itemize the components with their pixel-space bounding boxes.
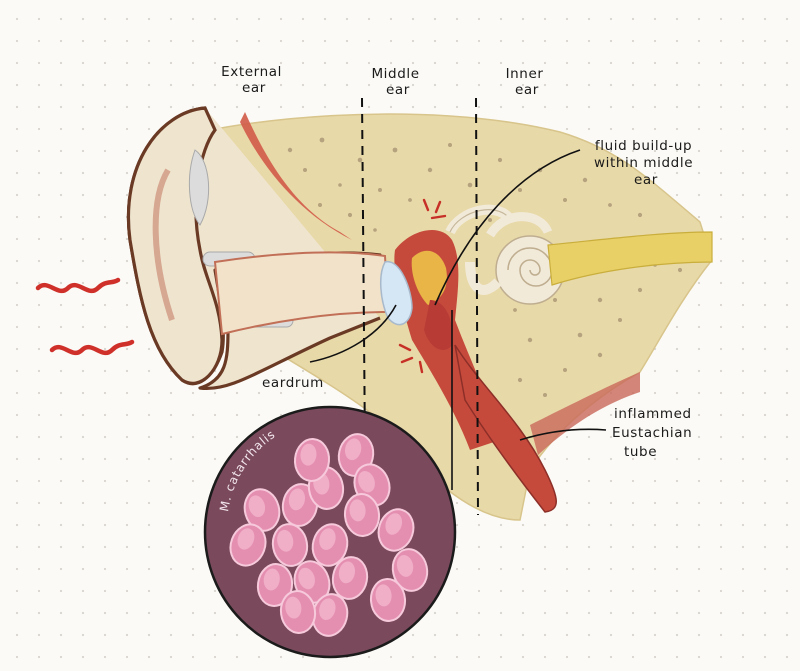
eardrum-leader <box>309 304 397 363</box>
middle-ear-label: Middle ear <box>371 66 424 98</box>
eustachian-tube <box>454 344 557 513</box>
bacterium-highlight <box>375 584 392 607</box>
divider-inner <box>475 97 479 516</box>
sound-wave-icon <box>49 339 135 356</box>
bacterium-highlight <box>237 528 255 550</box>
divider-middle <box>361 97 366 451</box>
leader-lines <box>309 149 607 490</box>
bacterium-highlight <box>288 488 306 511</box>
inner-ear-label: Inner ear <box>506 66 549 98</box>
bacterium-highlight <box>349 499 366 522</box>
fluid-buildup-label: fluid build-up within middle ear <box>594 138 698 188</box>
microscope-view: M. catarrhalis <box>203 405 457 659</box>
eustachian-tube-label: inflammed Eustachian tube <box>612 406 697 460</box>
bacterium-highlight <box>319 528 336 550</box>
bacterium-highlight <box>248 495 266 518</box>
inflammation-marks <box>398 198 447 374</box>
bacterium-highlight <box>277 529 294 552</box>
eardrum-label: eardrum <box>262 375 324 391</box>
bacterium-highlight <box>358 470 375 493</box>
bacteria-cells <box>229 433 429 637</box>
fluid-leader <box>434 149 581 306</box>
bacterium-highlight <box>300 443 317 466</box>
bacterium-highlight <box>298 567 315 590</box>
bacterium-highlight <box>396 555 414 577</box>
inner-ear <box>445 204 565 305</box>
auditory-nerve <box>547 231 713 286</box>
bacterium-highlight <box>385 513 403 535</box>
bacterium-highlight <box>344 438 362 461</box>
sound-wave-icon <box>35 277 121 294</box>
tube-leader <box>519 428 607 441</box>
bacterium-highlight <box>263 568 280 591</box>
bacterium-highlight <box>285 596 302 619</box>
eardrum <box>380 261 413 326</box>
bacterium-highlight <box>338 561 356 584</box>
external-ear-label: External ear <box>221 64 287 96</box>
bacterium-highlight <box>319 598 336 621</box>
